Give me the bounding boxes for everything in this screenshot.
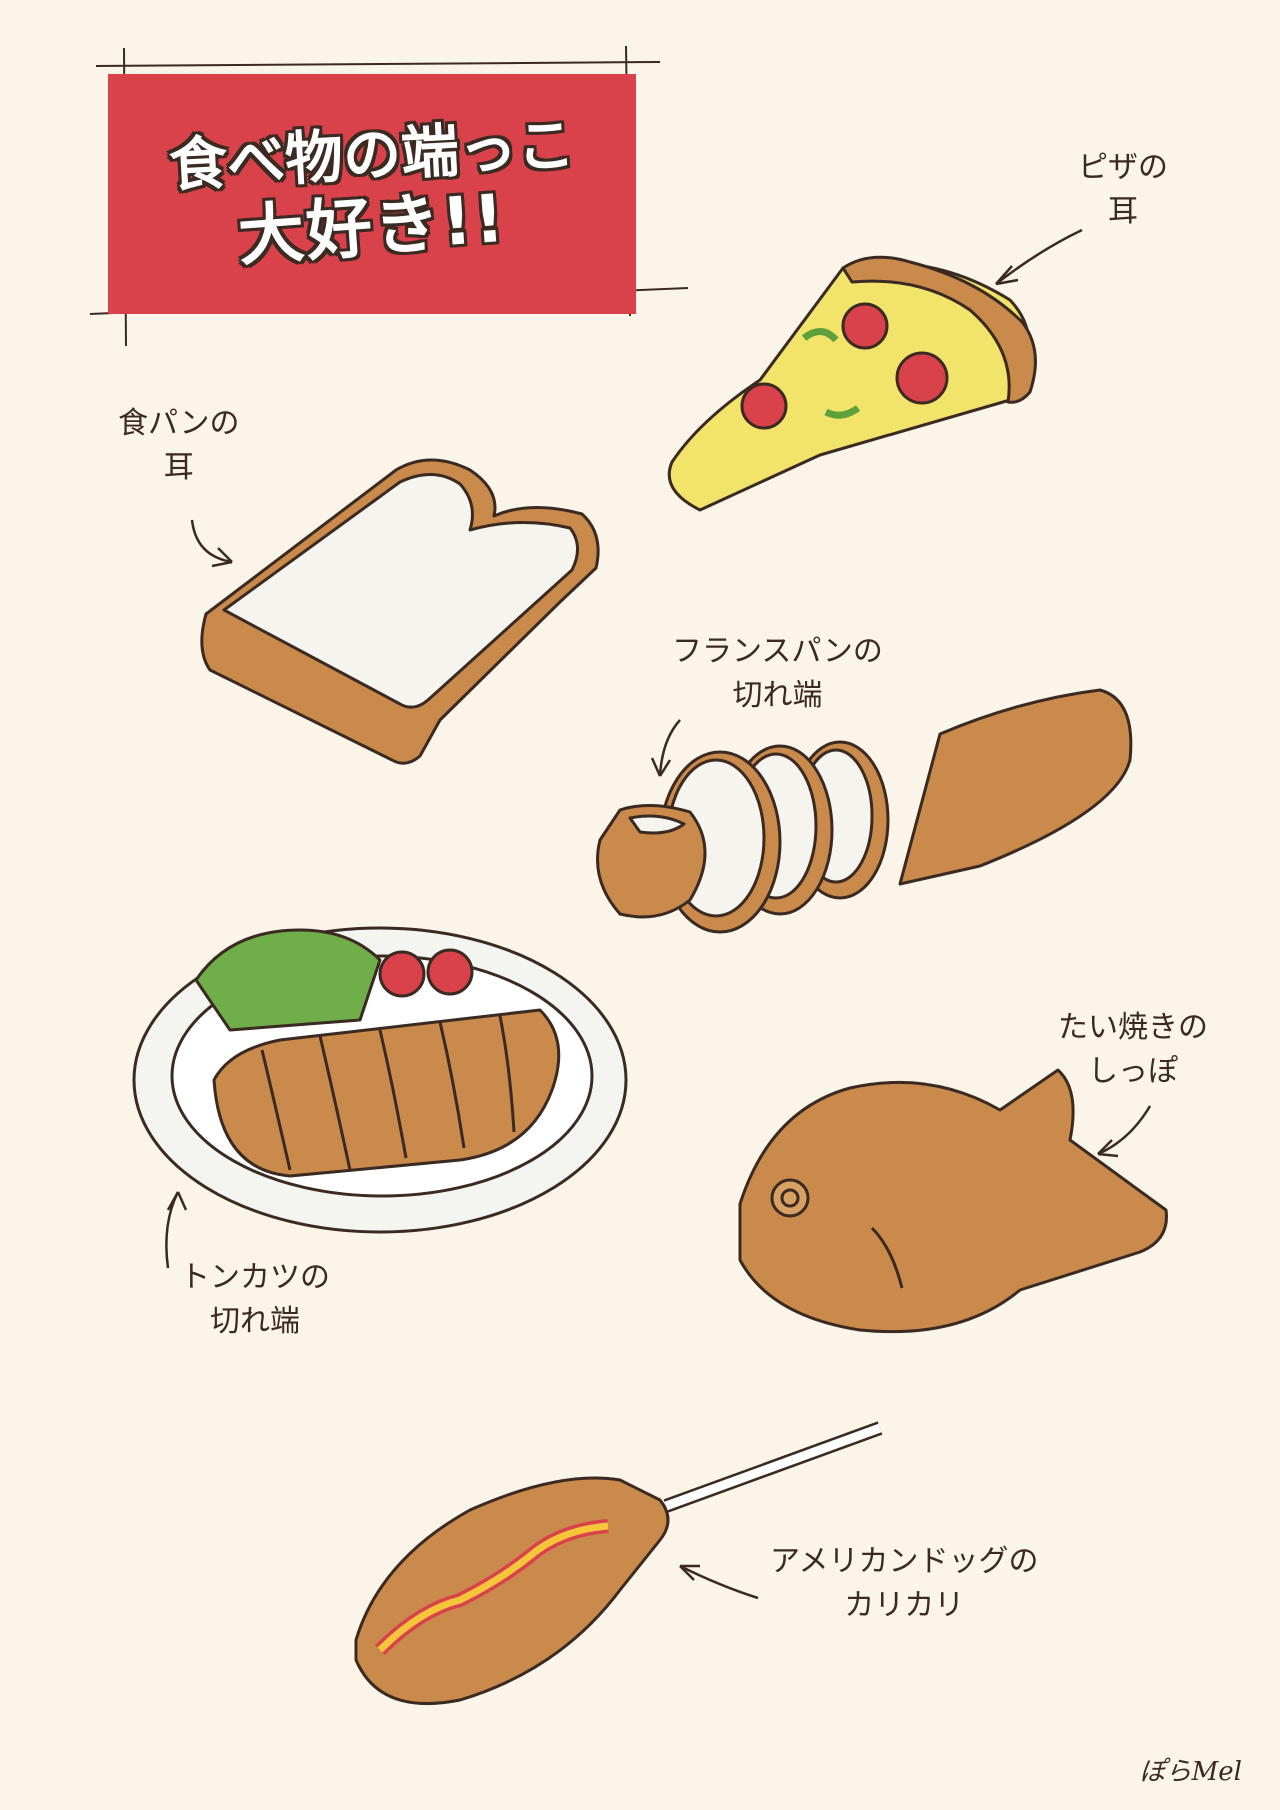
title-banner — [108, 74, 636, 314]
taiyaki — [738, 1068, 1168, 1334]
label-tonkatsu-line2: 切れ端 — [210, 1303, 300, 1339]
label-baguette: フランスパンの 切れ端 — [672, 630, 883, 717]
label-baguette-line2: 切れ端 — [732, 677, 823, 713]
bread-slice — [200, 458, 600, 765]
baguette — [596, 688, 1133, 934]
bread-arrow — [190, 519, 233, 568]
label-pizza-line1: ピザの — [1078, 150, 1168, 185]
label-tonkatsu: トンカツの 切れ端 — [180, 1256, 330, 1343]
label-tonkatsu-line1: トンカツの — [180, 1260, 330, 1295]
tonkatsu-plate — [132, 926, 628, 1234]
label-corndog: アメリカンドッグの カリカリ — [770, 1540, 1039, 1627]
label-baguette-line1: フランスパンの — [672, 634, 883, 669]
label-bread-line1: 食パンの — [118, 406, 240, 441]
corndog-arrow — [679, 1564, 759, 1600]
label-taiyaki-line2: しっぽ — [1088, 1053, 1178, 1089]
taiyaki-arrow — [1097, 1105, 1152, 1158]
label-corndog-line1: アメリカンドッグの — [770, 1544, 1039, 1579]
pizza-arrow — [995, 228, 1083, 286]
corndog — [354, 1421, 883, 1705]
label-bread: 食パンの 耳 — [118, 402, 240, 489]
pizza-slice — [667, 255, 1037, 512]
label-bread-line2: 耳 — [163, 449, 194, 485]
label-taiyaki-line1: たい焼きの — [1058, 1010, 1208, 1045]
artist-signature: ぽらMel — [1139, 1757, 1242, 1787]
baguette-arrow — [650, 719, 681, 777]
label-taiyaki: たい焼きの しっぽ — [1058, 1006, 1208, 1093]
label-pizza-line2: 耳 — [1108, 193, 1138, 229]
label-pizza: ピザの 耳 — [1078, 146, 1168, 233]
page-title: 食べ物の端っこ 大好き!! — [108, 74, 636, 314]
tonkatsu-arrow — [165, 1191, 188, 1269]
label-corndog-line2: カリカリ — [844, 1587, 965, 1623]
title-line-1: 食べ物の端っこ — [167, 110, 577, 200]
